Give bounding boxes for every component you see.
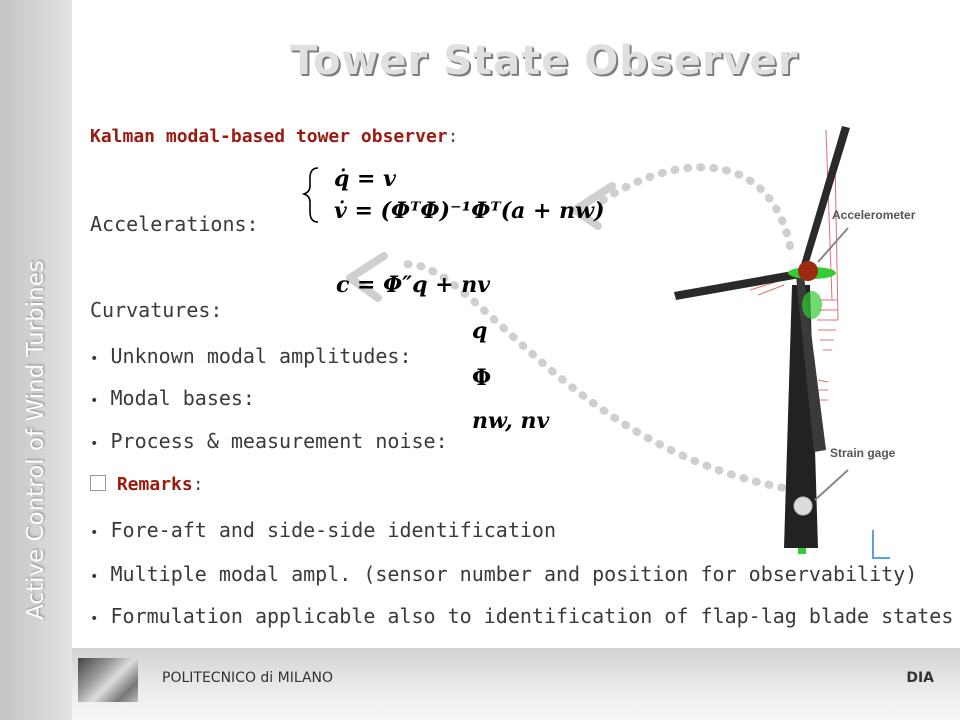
equation-brace [301, 167, 319, 223]
nacelle-shadow [802, 291, 822, 319]
modal-basis-symbol: Φ [472, 365, 492, 391]
remark-item: • Multiple modal ampl. (sensor number an… [90, 562, 917, 586]
section-heading-text: Kalman modal-based tower observer [90, 126, 448, 147]
bullet-item: • Unknown modal amplitudes: [90, 344, 412, 368]
arrowhead-accelerometer [571, 182, 616, 230]
blade-left [674, 270, 800, 300]
strain-gage-leader [814, 469, 849, 501]
bullet-dot: • [90, 569, 99, 585]
axis-icon [872, 530, 890, 559]
remark-item: • Formulation applicable also to identif… [90, 604, 953, 628]
building-photo [78, 658, 138, 702]
blade-down [796, 276, 826, 452]
remarks-icon [90, 475, 106, 491]
bullet-dot: • [90, 525, 99, 541]
page-title: Tower State Observer [290, 38, 799, 84]
dotted-arrow-strain-gage [396, 260, 799, 494]
dotted-arrow-accelerometer [596, 163, 794, 250]
accelerometer-leader [817, 227, 849, 263]
bullet-text: Process & measurement noise: [110, 429, 448, 453]
strain-gage-sensor [793, 496, 813, 516]
remarks-heading: Remarks: [90, 474, 204, 495]
footer: POLITECNICO di MILANO DIA [72, 648, 960, 720]
section-heading-colon: : [447, 126, 459, 147]
bullet-dot: • [90, 436, 99, 452]
footer-left-text: POLITECNICO di MILANO [162, 670, 334, 686]
section-heading: Kalman modal-based tower observer: [90, 126, 458, 147]
tower-base [798, 548, 806, 554]
accelerometer-label: Accelerometer [832, 208, 916, 222]
remark-text: Formulation applicable also to identific… [110, 604, 954, 628]
remark-text: Multiple modal ampl. (sensor number and … [110, 562, 918, 586]
remarks-heading-text: Remarks [116, 474, 193, 495]
sidebar-bar [0, 0, 72, 720]
bullet-text: Modal bases: [110, 386, 255, 410]
remark-text: Fore-aft and side-side identification [110, 518, 557, 542]
noise-symbols: nw, nv [472, 408, 550, 434]
bullet-dot: • [90, 393, 99, 409]
modal-amplitude-symbol: q [472, 318, 488, 344]
accelerations-label: Accelerations: [90, 212, 259, 236]
curvatures-label: Curvatures: [90, 298, 223, 322]
blade-top [800, 126, 850, 272]
accelerometer-sensor [798, 261, 818, 281]
bullet-item: • Process & measurement noise: [90, 429, 448, 453]
bullet-text: Unknown modal amplitudes: [110, 344, 412, 368]
curvature-equation: c = Φ″q + nv [336, 272, 491, 298]
bullet-item: • Modal bases: [90, 386, 255, 410]
equation-line-1: q̇ = v [334, 166, 396, 192]
footer-right-text: DIA [906, 670, 934, 686]
remarks-heading-colon: : [192, 474, 204, 495]
strain-gage-label: Strain gage [830, 446, 896, 460]
bullet-dot: • [90, 351, 99, 367]
bullet-dot: • [90, 611, 99, 627]
remark-item: • Fore-aft and side-side identification [90, 518, 556, 542]
equation-line-2: v̇ = (ΦᵀΦ)⁻¹Φᵀ(a + nw) [334, 198, 605, 224]
arrowhead-strain-gage [346, 252, 388, 302]
